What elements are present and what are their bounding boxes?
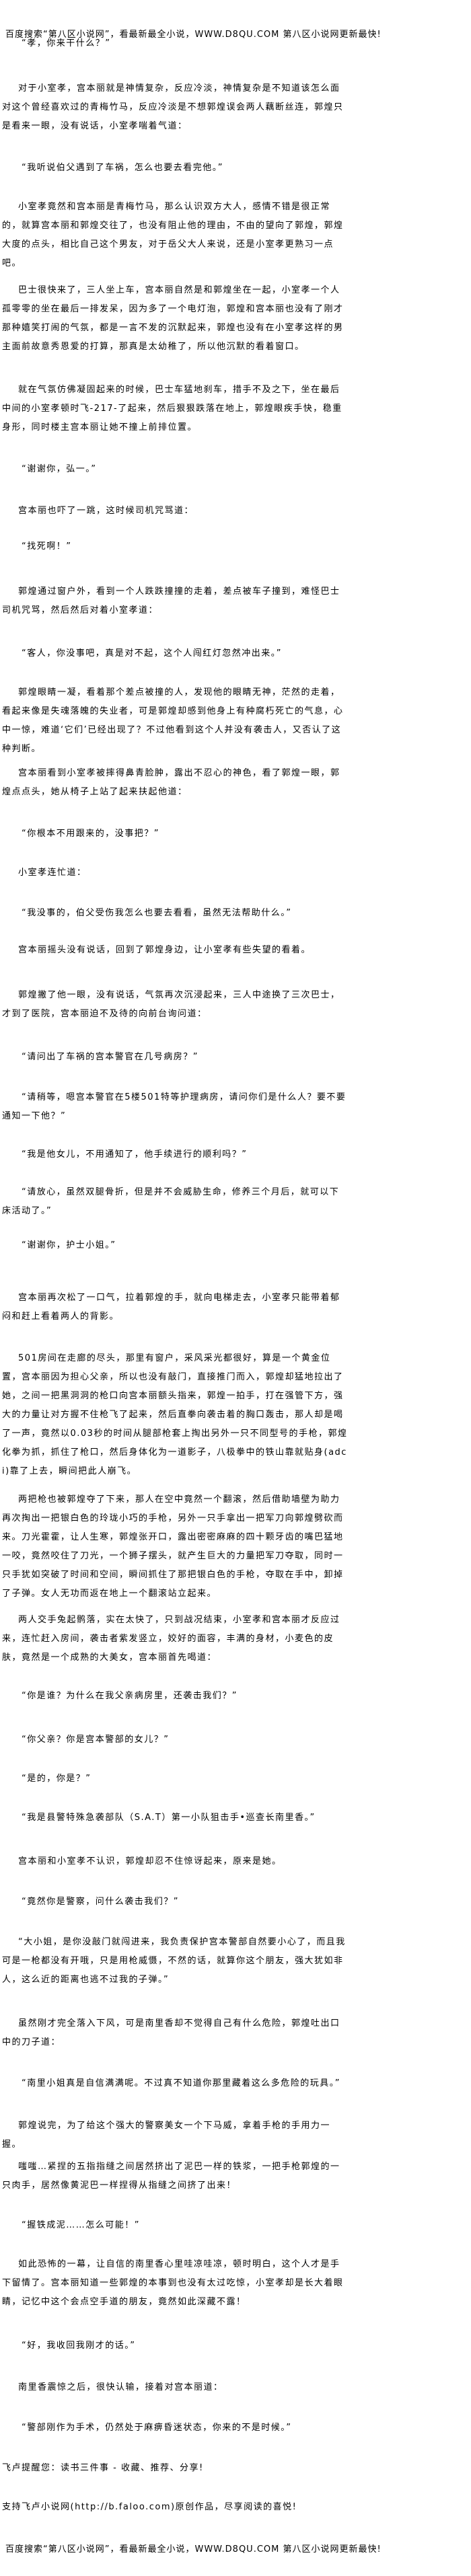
paragraph: 宫本丽看到小室孝被摔得鼻青脸肿，露出不忍心的神色，看了郭煌一眼，郭煌点点头，她从… <box>2 768 340 797</box>
paragraph: “我听说伯父遇到了车祸，怎么也要去看完他。” <box>22 163 223 173</box>
reading-reminder: 飞卢提醒您：读书三件事 - 收藏、推荐、分享! <box>2 2463 204 2473</box>
paragraph: “你根本不用跟来的，没事把？” <box>22 829 159 839</box>
paragraph: “握铁成泥……怎么可能！” <box>22 2220 140 2230</box>
paragraph: “客人，你没事吧，真是对不起，这个人闯红灯忽然冲出来。” <box>22 648 282 658</box>
support-notice: 支持飞卢小说网(http://b.faloo.com)原创作品，尽享阅读的喜悦! <box>2 2502 297 2512</box>
paragraph: 郭煌眼睛一凝，看着那个差点被撞的人，发现他的眼睛无神，茫然的走着，看起来像是失魂… <box>2 687 344 754</box>
paragraph: 对于小室孝，宫本丽就是神情复杂，反应冷淡，神情复杂是不知道该怎么面对这个曾经喜欢… <box>2 83 344 131</box>
paragraph: 两把枪也被郭煌夺了下来，那人在空中竟然一个翻滚，然后借助墙壁为助力再次掏出一把银… <box>2 1494 344 1599</box>
paragraph: “警部刚作为手术，仍然处于麻痹昏迷状态，你来的不是时候。” <box>22 2423 292 2433</box>
paragraph: 小室孝竟然和宫本丽是青梅竹马，那么认识双方大人，感情不错是很正常的，就算宫本丽和… <box>2 202 344 268</box>
paragraph: 巴士很快来了，三人坐上车，宫本丽自然是和郭煌坐在一起，小室孝一个人孤零零的坐在最… <box>2 285 344 352</box>
paragraph: 501房间在走廊的尽头，那里有窗户，采风采光都很好，算是一个黄金位置，宫本丽因为… <box>2 1353 348 1476</box>
paragraph: “找死啊！” <box>22 541 72 552</box>
paragraph: 嗤嗤…紧捏的五指指缝之间居然挤出了泥巴一样的铁浆，一把手枪郭煌的一只肉手，居然像… <box>2 2162 340 2191</box>
paragraph: “你父亲？你是宫本警部的女儿？” <box>22 1735 170 1745</box>
paragraph: “谢谢你，护士小姐。” <box>22 1240 116 1250</box>
paragraph: 小室孝连忙道： <box>18 868 87 878</box>
paragraph: 虽然刚才完全落入下风，可是南里香却不觉得自己有什么危险，郭煌吐出口中的刀子道： <box>2 2018 340 2047</box>
paragraph: 郭煌通过窗户外，看到一个人跌跌撞撞的走着，差点被车子撞到，难怪巴士司机咒骂，然后… <box>2 586 340 615</box>
paragraph: “我是他女儿，不用通知了，他手续进行的顺利吗？” <box>22 1149 248 1160</box>
paragraph: “好，我收回我刚才的话。” <box>22 2341 136 2351</box>
paragraph: “谢谢你，弘一。” <box>22 464 97 474</box>
paragraph: 南里香震惊之后，很快认输，接着对宫本丽道： <box>18 2382 223 2392</box>
paragraph: “你是谁？为什么在我父亲病房里，还袭击我们？” <box>22 1691 238 1701</box>
paragraph: “大小姐，是你没敲门就闯进来，我负责保护宫本警部自然要小心了，而且我可是一枪都没… <box>2 1937 346 1985</box>
paragraph: 郭煌说完，为了给这个强大的警察美女一个下马威，拿着手枪的手用力一握。 <box>2 2121 331 2150</box>
paragraph: 宫本丽和小室孝不认识，郭煌却忍不住惊讶起来，原来是她。 <box>18 1856 282 1866</box>
site-banner-bottom: 百度搜索“第八区小说网”，看最新最全小说，WWW.D8QU.COM 第八区小说网… <box>5 2544 382 2554</box>
paragraph: 宫本丽再次松了一口气，拉着郭煌的手，就向电梯走去，小室孝只能带着郁闷和赶上看着两… <box>2 1293 340 1322</box>
paragraph: 如此恐怖的一幕，让自信的南里香心里哇凉哇凉，顿时明白，这个人才是手下留情了。宫本… <box>2 2259 344 2307</box>
paragraph: 两人交手兔起鹘落，实在太快了，只到战况结束，小室孝和宫本丽才反应过来，连忙赶入房… <box>2 1615 340 1663</box>
paragraph: 宫本丽摇头没有说话，回到了郭煌身边，让小室孝有些失望的看着。 <box>18 945 312 955</box>
site-banner-top: 百度搜索“第八区小说网”，看最新最全小说，WWW.D8QU.COM 第八区小说网… <box>5 30 382 40</box>
paragraph: “孝，你来干什么？” <box>22 38 111 48</box>
paragraph: “我是县警特殊急袭部队（S.A.T）第一小队狙击手•巡查长南里香。” <box>22 1813 316 1823</box>
paragraph: “请放心，虽然双腿骨折，但是并不会威胁生命，修养三个月后，就可以下床活动了。” <box>2 1187 340 1216</box>
paragraph: “我没事的，伯父受伤我怎么也要去看看，虽然无法帮助什么。” <box>22 908 292 918</box>
paragraph: 郭煌撇了他一眼，没有说话，气氛再次沉浸起来，三人中途换了三次巴士，才到了医院，宫… <box>2 990 340 1019</box>
paragraph: 宫本丽也吓了一跳，这时候司机咒骂道： <box>18 506 194 516</box>
paragraph: “是的，你是？” <box>22 1774 92 1784</box>
paragraph: “请稍等，嗯宫本警官在5楼501特等护理病房，请问你们是什么人？要不要通知一下他… <box>2 1092 347 1121</box>
paragraph: “竟然你是警察，问什么袭击我们？” <box>22 1897 179 1907</box>
paragraph: 就在气氛仿佛凝固起来的时候，巴士车猛地刹车，措手不及之下，坐在最后中间的小室孝顿… <box>2 385 342 432</box>
paragraph: “请问出了车祸的宫本警官在几号病房？” <box>22 1052 198 1062</box>
paragraph: “南里小姐真是自信满满呢。不过真不知道你那里藏着这么多危险的玩具。” <box>22 2078 340 2088</box>
